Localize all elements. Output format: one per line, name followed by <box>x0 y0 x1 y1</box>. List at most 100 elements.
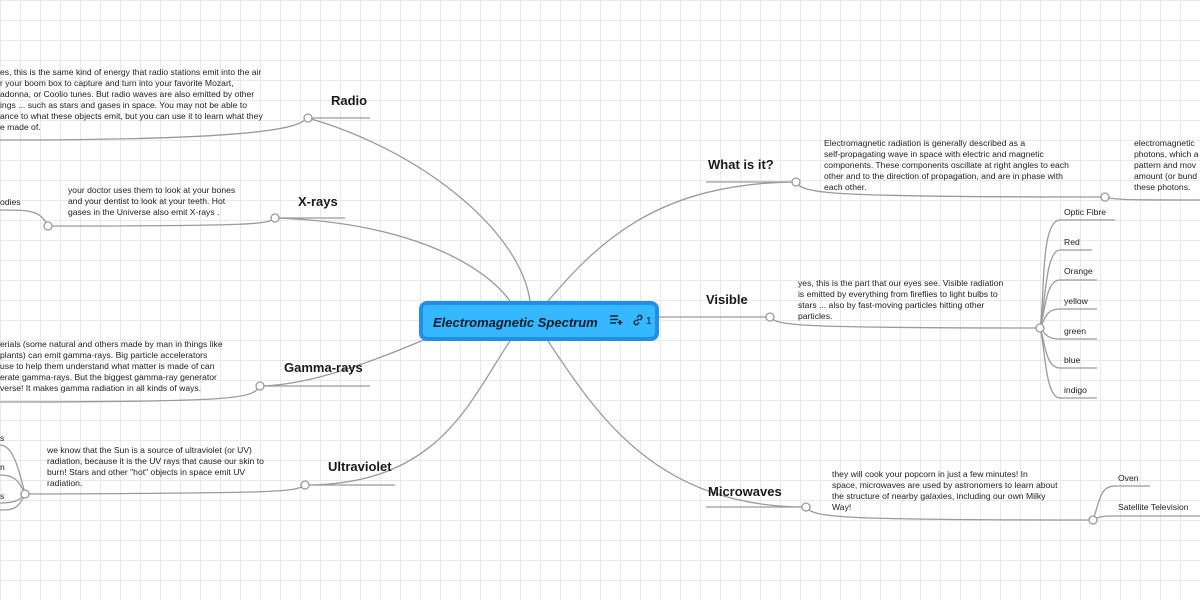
topic-ultraviolet[interactable]: Ultraviolet <box>328 459 392 474</box>
link-whatisit <box>547 181 797 302</box>
knot-visible <box>765 312 775 322</box>
knot-uv-note <box>20 489 30 499</box>
note-line: particles. <box>798 311 833 321</box>
central-topic-title: Electromagnetic Spectrum <box>433 315 598 330</box>
link-xrays <box>274 217 511 302</box>
knot-whatisit-note <box>1100 192 1110 202</box>
topic-gamma-rays[interactable]: Gamma-rays <box>284 360 363 375</box>
topic-xrays[interactable]: X-rays <box>298 194 338 209</box>
knot-uv <box>300 480 310 490</box>
note-line: electromagnetic <box>1134 138 1195 148</box>
link-ultraviolet <box>304 340 511 486</box>
notes-icon[interactable] <box>610 314 623 328</box>
link-microwaves-leaf1 <box>1092 485 1150 521</box>
note-what-is-it-detail[interactable]: electromagnetic photons, which a pattern… <box>1134 138 1200 193</box>
note-line: amount (or bund <box>1134 171 1198 181</box>
link-microwaves <box>547 340 807 508</box>
link-visible-leaf7 <box>1039 327 1097 399</box>
note-line: components. These components oscillate a… <box>824 160 1069 170</box>
note-microwaves[interactable]: they will cook your popcorn in just a fe… <box>832 469 1082 513</box>
note-line: space, microwaves are used by astronomer… <box>832 480 1058 490</box>
link-xrays-note <box>47 217 276 227</box>
note-line: self-propagating wave in space with elec… <box>824 149 1044 159</box>
note-line: es, this is the same kind of energy that… <box>0 67 262 77</box>
note-line: adonna, or Coolio tunes. But radio waves… <box>0 89 255 99</box>
note-line: these photons. <box>1134 182 1191 192</box>
note-line: is emitted by everything from fireflies … <box>798 289 998 299</box>
link-visible-leaf2 <box>1039 249 1092 329</box>
link-radio <box>307 117 531 302</box>
leaf-blue[interactable]: blue <box>1064 355 1081 365</box>
note-line: gases in the Universe also emit X-rays . <box>68 207 220 217</box>
note-line: e made of. <box>0 122 41 132</box>
link-uv-note <box>24 484 306 495</box>
knot-xrays-note <box>43 221 53 231</box>
knot-gamma <box>255 381 265 391</box>
note-line: radiation. <box>47 478 83 488</box>
topic-visible[interactable]: Visible <box>706 292 748 307</box>
topic-microwaves[interactable]: Microwaves <box>708 484 782 499</box>
link-xrays-leaf <box>0 209 49 227</box>
note-line: the structure of nearby galaxies, includ… <box>832 491 1046 501</box>
leaf-ultraviolet-2[interactable]: n <box>0 462 5 472</box>
note-line: ance to what these objects emit, but you… <box>0 111 263 121</box>
note-radio[interactable]: es, this is the same kind of energy that… <box>0 67 300 133</box>
note-line: use to help them understand what matter … <box>0 361 215 371</box>
leaf-green[interactable]: green <box>1064 326 1086 336</box>
knot-radio <box>303 113 313 123</box>
note-line: verse! It makes gamma radiation in all k… <box>0 383 202 393</box>
leaf-optic-fibre[interactable]: Optic Fibre <box>1064 207 1107 217</box>
note-line: r your boom box to capture and turn into… <box>0 78 234 88</box>
note-line: Way! <box>832 502 852 512</box>
note-line: they will cook your popcorn in just a fe… <box>832 469 1028 479</box>
knot-xrays <box>270 213 280 223</box>
topic-what-is-it[interactable]: What is it? <box>708 157 774 172</box>
leaf-orange[interactable]: Orange <box>1064 266 1093 276</box>
topic-radio[interactable]: Radio <box>331 93 368 108</box>
link-microwaves-note <box>805 506 1094 521</box>
note-visible[interactable]: yes, this is the part that our eyes see.… <box>798 278 1038 322</box>
leaf-xrays[interactable]: odies <box>0 197 21 207</box>
link-count: 1 <box>646 316 652 327</box>
note-line: stars ... also by fast-moving particles … <box>798 300 985 310</box>
note-what-is-it[interactable]: Electromagnetic radiation is generally d… <box>824 138 1094 193</box>
note-line: yes, this is the part that our eyes see.… <box>798 278 1004 288</box>
note-ultraviolet[interactable]: we know that the Sun is a source of ultr… <box>47 445 297 489</box>
knot-visible-note <box>1035 323 1045 333</box>
note-line: erials (some natural and others made by … <box>0 339 223 349</box>
link-microwaves-leaf2 <box>1092 515 1200 521</box>
leaf-red[interactable]: Red <box>1064 237 1080 247</box>
note-line: pattern and mov <box>1134 160 1197 170</box>
note-line: radiation, because it is the UV rays tha… <box>47 456 264 466</box>
leaf-satellite-television[interactable]: Satellite Television <box>1118 502 1189 512</box>
link-radio-note <box>0 117 309 141</box>
note-line: we know that the Sun is a source of ultr… <box>47 445 252 455</box>
note-line: ings ... such as stars and gases in spac… <box>0 100 247 110</box>
note-gamma-rays[interactable]: erials (some natural and others made by … <box>0 339 250 394</box>
note-line: plants) can emit gamma-rays. Big particl… <box>0 350 208 360</box>
leaf-ultraviolet-1[interactable]: s <box>0 433 5 443</box>
link-visible-leaf1 <box>1039 219 1115 329</box>
note-line: burn! Stars and other "hot" objects in s… <box>47 467 246 477</box>
note-line: other and to the direction of propagatio… <box>824 171 1063 181</box>
note-line: photons, which a <box>1134 149 1199 159</box>
link-icon[interactable] <box>632 314 644 329</box>
leaf-yellow[interactable]: yellow <box>1064 296 1088 306</box>
leaf-indigo[interactable]: indigo <box>1064 385 1087 395</box>
note-line: erate gamma-rays. But the biggest gamma-… <box>0 372 217 382</box>
note-xrays[interactable]: your doctor uses them to look at your bo… <box>68 185 268 218</box>
leaf-oven[interactable]: Oven <box>1118 473 1139 483</box>
note-line: Electromagnetic radiation is generally d… <box>824 138 1026 148</box>
leaf-ultraviolet-3[interactable]: s <box>0 491 5 501</box>
central-topic[interactable]: Electromagnetic Spectrum 1 <box>419 301 659 341</box>
link-gamma-note <box>0 385 261 403</box>
note-line: your doctor uses them to look at your bo… <box>68 185 236 195</box>
knot-microwaves <box>801 502 811 512</box>
link-visible-leaf3 <box>1039 279 1097 329</box>
knot-whatisit <box>791 177 801 187</box>
link-uv-leaf1 <box>0 444 26 495</box>
note-line: and your dentist to look at your teeth. … <box>68 196 226 206</box>
note-line: each other. <box>824 182 867 192</box>
link-whatisit-subnote <box>1104 196 1200 201</box>
